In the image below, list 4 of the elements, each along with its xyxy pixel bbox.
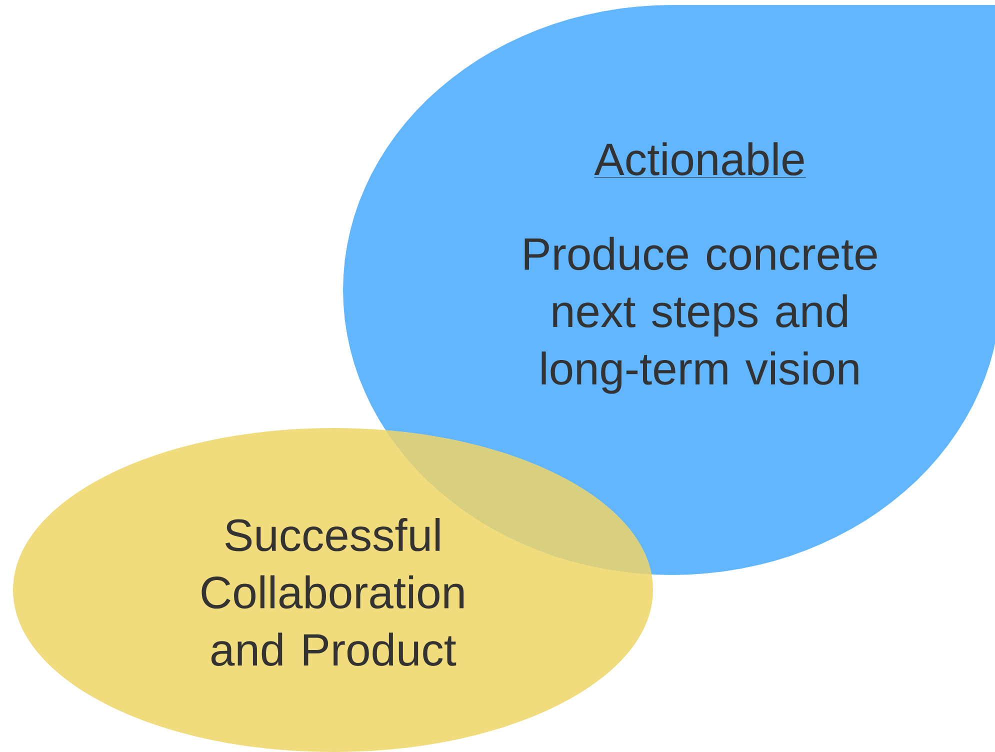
node-label: Produce concrete next steps and long-term vision <box>524 236 877 394</box>
node-label: Actionable <box>594 142 804 176</box>
ellipse-shape <box>13 428 653 752</box>
node-label: Successful Collaboration and Product <box>202 518 464 666</box>
